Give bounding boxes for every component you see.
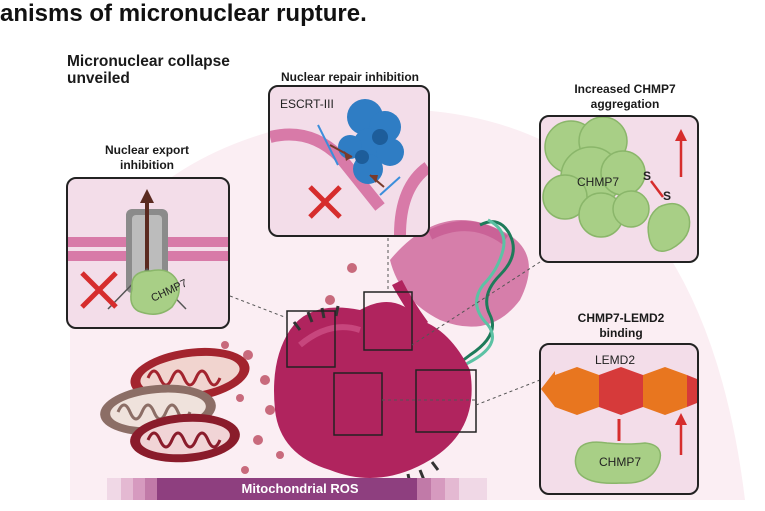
mitochondrial-ros-bar bbox=[107, 478, 487, 500]
binding-panel: LEMD2 CHMP7 bbox=[539, 343, 699, 495]
export-panel-label: Nuclear export inhibition bbox=[104, 143, 190, 172]
binding-panel-label: CHMP7-LEMD2 binding bbox=[577, 311, 665, 340]
export-panel: CHMP7 bbox=[66, 177, 230, 329]
lemd2-label: LEMD2 bbox=[595, 353, 636, 367]
aggregation-panel-label: Increased CHMP7 aggregation bbox=[574, 82, 676, 111]
chmp7-aggregate-illustration bbox=[542, 117, 691, 252]
figure-title: anisms of micronuclear rupture. bbox=[0, 0, 367, 27]
nuclear-pore-illustration bbox=[68, 189, 228, 315]
aggregation-chmp7-label: CHMP7 bbox=[577, 175, 620, 189]
mitochondria bbox=[100, 347, 250, 463]
disulfide-s1-label: S bbox=[643, 169, 652, 183]
aggregation-panel: CHMP7 S S bbox=[539, 115, 699, 263]
figure-subtitle: Micronuclear collapse unveiled bbox=[67, 53, 230, 87]
disulfide-s2-label: S bbox=[663, 189, 672, 203]
lemd2-binding-illustration bbox=[541, 367, 697, 485]
repair-panel: ESCRT-III bbox=[268, 85, 430, 237]
repair-panel-label: Nuclear repair inhibition bbox=[280, 70, 420, 84]
escrt-iii-label: ESCRT-III bbox=[280, 97, 334, 111]
escrt-illustration bbox=[270, 99, 428, 235]
binding-chmp7-label: CHMP7 bbox=[599, 455, 642, 469]
mitochondrial-ros-label: Mitochondrial ROS bbox=[241, 481, 359, 496]
